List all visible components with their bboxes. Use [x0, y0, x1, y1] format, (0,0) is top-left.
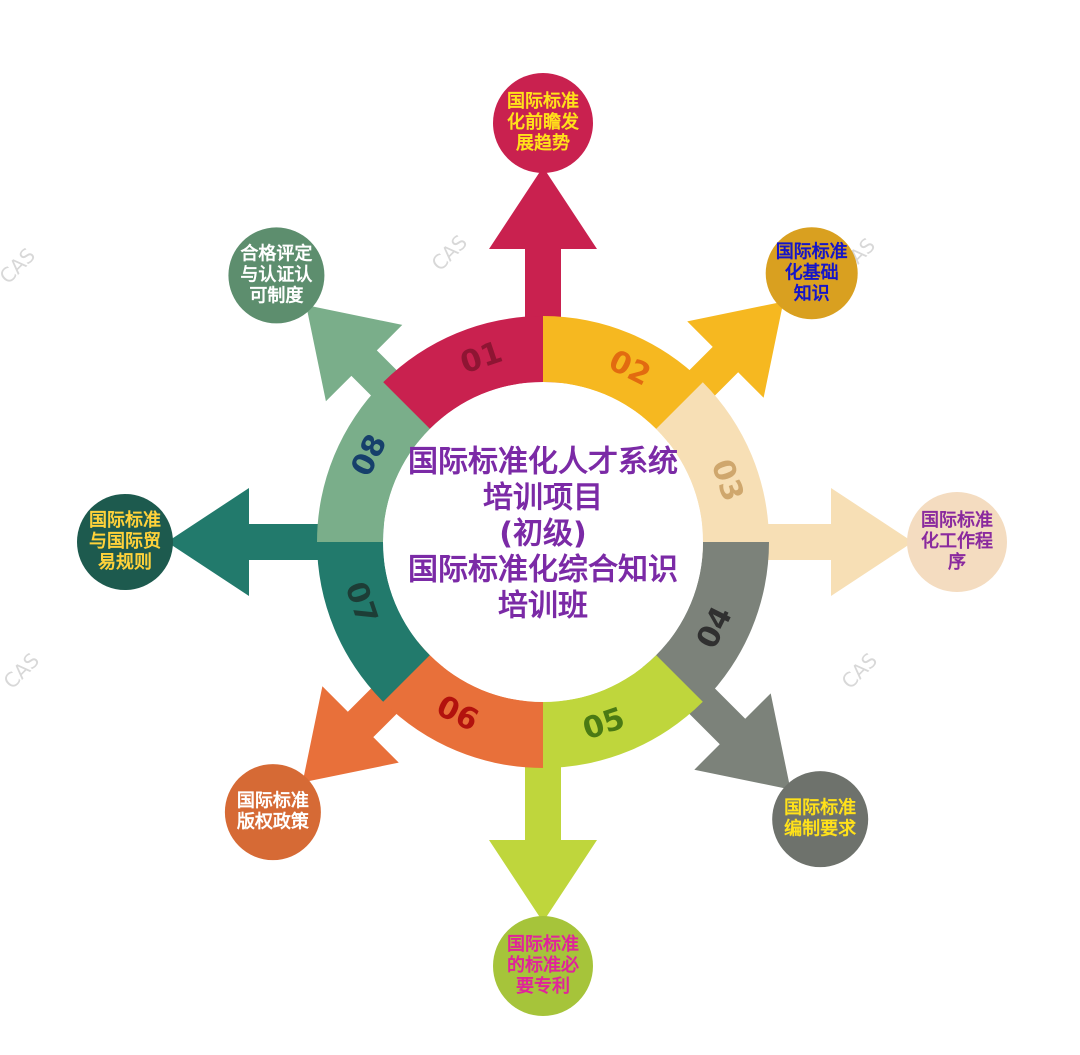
node-label-line: 国际标准	[921, 509, 993, 531]
watermark-text: CAS	[0, 648, 44, 693]
ring-segment-03	[656, 382, 769, 542]
node-label-line: 国际标准	[89, 509, 161, 531]
ring-segment-01	[383, 316, 543, 429]
node-circle	[77, 494, 173, 590]
node-circle	[772, 771, 869, 868]
node-label-line: 与认证认	[240, 263, 313, 285]
node-label-line: 与国际贸	[89, 530, 161, 552]
node-label-line: 版权政策	[237, 811, 310, 833]
center-title-line: 国际标准化人才系统	[408, 445, 678, 480]
center-title-line: 国际标准化综合知识	[408, 553, 678, 588]
node-label-line: 化工作程	[921, 530, 993, 552]
node-label-line: 的标准必	[507, 954, 579, 976]
node-circle	[228, 227, 325, 324]
watermark-text: CAS	[0, 243, 40, 288]
node-layer: 国际标准化前瞻发展趋势国际标准化基础知识国际标准化工作程序国际标准编制要求国际标…	[77, 73, 1007, 1016]
center-hub: 国际标准化人才系统 培训项目 (初级) 国际标准化综合知识 培训班	[383, 382, 703, 702]
node-label-line: 国际标准	[507, 90, 579, 112]
node-circle	[493, 916, 593, 1016]
node-label-line: 化基础	[785, 261, 839, 283]
node-label-line: 国际标准	[507, 933, 579, 955]
node-circle	[224, 764, 321, 861]
ring-segment-07	[317, 542, 430, 702]
node-label-line: 国际标准	[776, 240, 848, 262]
ring-segment-02	[543, 316, 703, 429]
node-circle	[765, 227, 858, 320]
center-title-line: 培训项目	[483, 481, 603, 516]
node-label-line: 合格评定	[240, 242, 312, 264]
center-circle	[383, 382, 703, 702]
node-circle	[907, 492, 1007, 592]
ring-segment-06	[383, 655, 543, 768]
watermark-text: CAS	[837, 648, 882, 693]
ring-segment-08	[317, 382, 430, 542]
node-label-line: 可制度	[249, 284, 304, 306]
node-label-line: 序	[948, 551, 966, 573]
node-label-line: 要专利	[516, 975, 570, 997]
node-circle	[493, 73, 593, 173]
ring-segment-05	[543, 655, 703, 768]
node-label-line: 展趋势	[516, 132, 570, 154]
center-title-line: (初级)	[499, 517, 586, 552]
watermark-text: CAS	[427, 230, 472, 275]
center-title-line: 培训班	[498, 589, 588, 624]
node-label-line: 国际标准	[237, 790, 309, 812]
ring-segment-04	[656, 542, 769, 702]
node-label-line: 编制要求	[784, 818, 857, 840]
node-label-line: 国际标准	[784, 797, 856, 819]
node-label-line: 知识	[794, 282, 830, 304]
node-label-line: 化前瞻发	[507, 111, 580, 133]
node-label-line: 易规则	[98, 551, 152, 573]
